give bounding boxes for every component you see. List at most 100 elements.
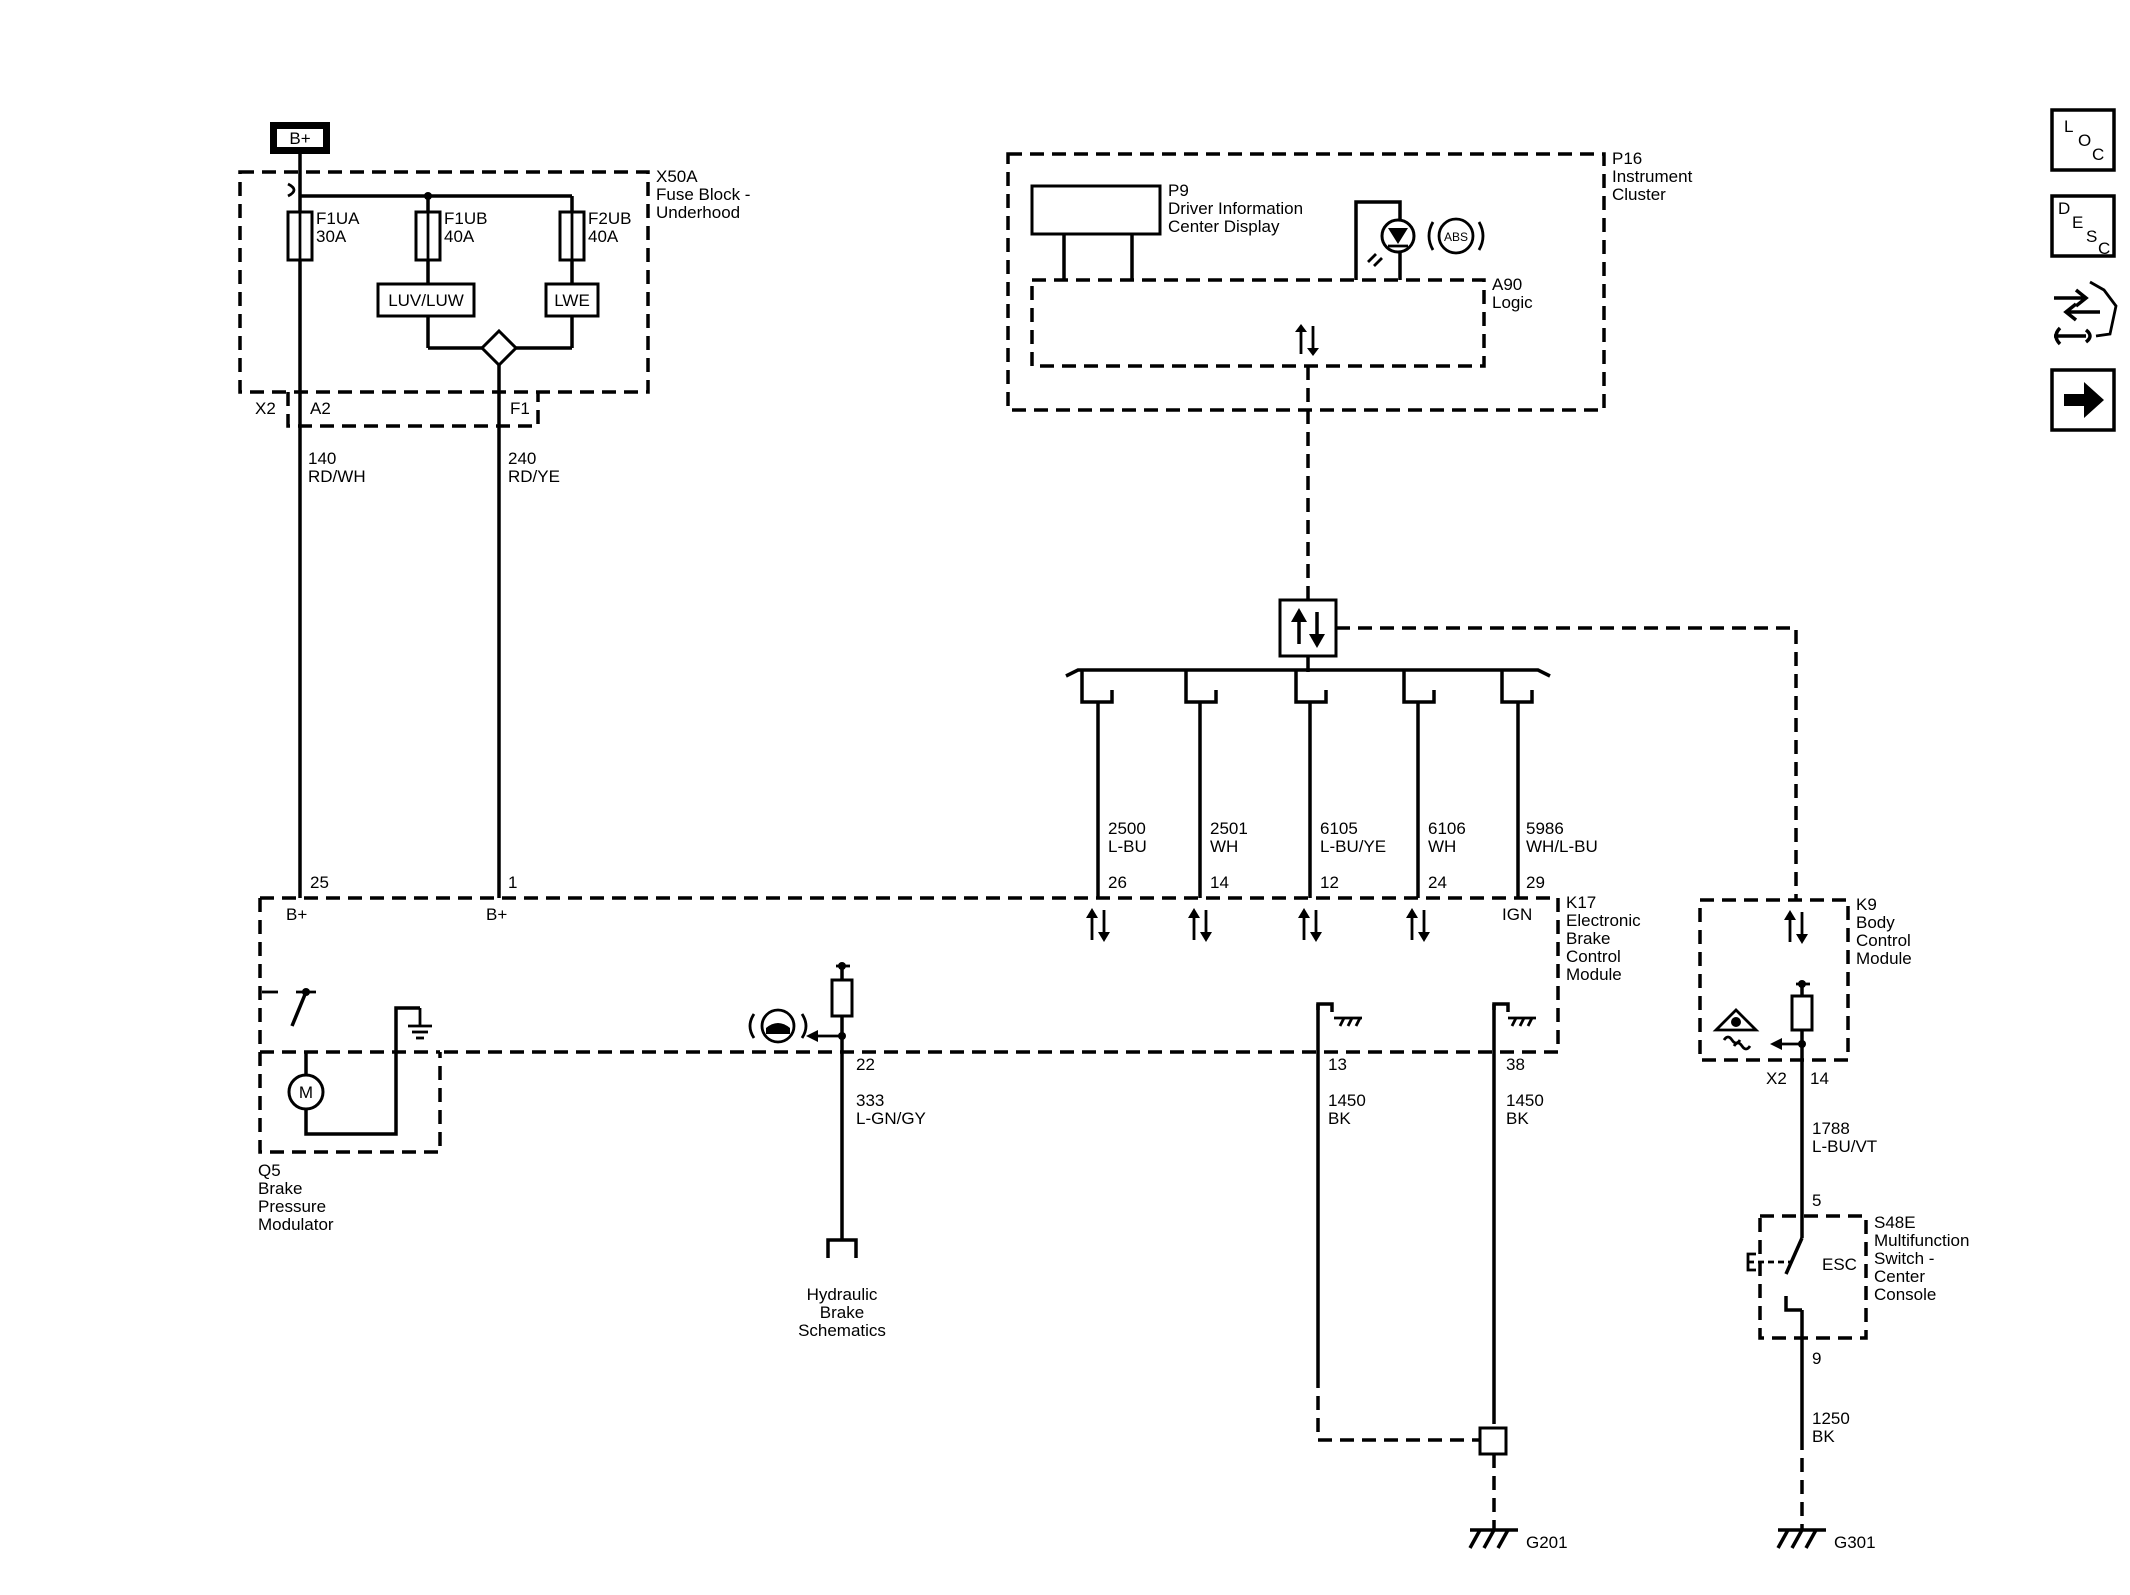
branch-6105 <box>1294 670 1328 898</box>
pin-label: 12 <box>1320 873 1339 892</box>
pin-label: 26 <box>1108 873 1127 892</box>
abs-label: ABS <box>1444 230 1468 244</box>
data-link-arrows-icon <box>1295 324 1319 356</box>
fusible-link-icon <box>287 182 296 198</box>
pin-label: 14 <box>1810 1069 1829 1088</box>
splice-pack-icon <box>1478 1426 1508 1456</box>
ground-g201-icon <box>1468 1528 1518 1549</box>
pin-label: A2 <box>310 399 331 418</box>
connector-label: X2 <box>255 399 276 418</box>
circuit-number: 5986 <box>1526 819 1564 838</box>
module-name: Electronic <box>1566 911 1641 930</box>
branch-5986 <box>1500 670 1534 898</box>
location-button[interactable]: L O C <box>2050 108 2116 172</box>
pin-label: 25 <box>310 873 329 892</box>
power-label: B+ <box>286 905 307 924</box>
connector-x2: X2 A2 F1 <box>255 392 540 428</box>
module-name: Control <box>1856 931 1911 950</box>
data-link-arrows-icon <box>1406 908 1430 942</box>
circuit-number: 6105 <box>1320 819 1358 838</box>
pin-label: 1 <box>508 873 517 892</box>
next-arrow-button[interactable] <box>2050 368 2116 432</box>
data-link-arrows-icon <box>1784 910 1808 944</box>
fuse-ref: F2UB <box>588 209 631 228</box>
battery-label: B+ <box>289 129 310 148</box>
relay-label: LUV/LUW <box>388 291 464 310</box>
loc-letter: O <box>2078 131 2091 150</box>
brake-pressure-modulator: Q5 Brake Pressure Modulator M <box>258 988 442 1234</box>
hydraulic-label: Schematics <box>798 1321 886 1340</box>
brake-fluid-warning-icon <box>748 1008 808 1044</box>
ground-path-13 <box>1316 1002 1362 1374</box>
fuse-block-name-2: Underhood <box>656 203 740 222</box>
esc-switch: 5 S48E Multifunction Switch - Center Con… <box>1746 1191 1969 1340</box>
circuit-number: 1250 <box>1812 1409 1850 1428</box>
traction-control-icon <box>1712 1008 1760 1051</box>
circuit-number: 1450 <box>1328 1091 1366 1110</box>
serial-data-to-bcm <box>1336 626 1798 900</box>
connector-label: X2 <box>1766 1069 1787 1088</box>
module-ref: P16 <box>1612 149 1642 168</box>
gateway-arrows-icon <box>1278 598 1338 658</box>
description-button[interactable]: D E S C <box>2050 194 2116 258</box>
module-name: Body <box>1856 913 1895 932</box>
pin-label: 14 <box>1210 873 1229 892</box>
display-name-2: Center Display <box>1168 217 1280 236</box>
ground-label: G301 <box>1834 1533 1876 1552</box>
circuit-number: 2501 <box>1210 819 1248 838</box>
splice-diamond-icon <box>479 328 519 368</box>
arrow-right-icon <box>2064 382 2104 418</box>
pin-label: 5 <box>1812 1191 1821 1210</box>
desc-letter: D <box>2058 199 2070 218</box>
pin-label: 13 <box>1328 1055 1347 1074</box>
brake-fluid-sensor <box>748 962 854 1240</box>
fuse-block-underhood: X50A Fuse Block - Underhood F1UA 30A F1U… <box>238 167 750 394</box>
circuit-color: L-BU/YE <box>1320 837 1386 856</box>
branch-2500 <box>1080 670 1114 898</box>
pin-label: 29 <box>1526 873 1545 892</box>
fuse-block-ref: X50A <box>656 167 698 186</box>
logic-ref: A90 <box>1492 275 1522 294</box>
display-name-1: Driver Information <box>1168 199 1303 218</box>
pin-label: 24 <box>1428 873 1447 892</box>
motor-label: M <box>299 1083 313 1102</box>
circuit-color: BK <box>1812 1427 1835 1446</box>
loc-letter: L <box>2064 117 2073 136</box>
fuse-block-name-1: Fuse Block - <box>656 185 750 204</box>
circuit-color: RD/YE <box>508 467 560 486</box>
circuit-color: WH <box>1210 837 1238 856</box>
module-name: Brake <box>258 1179 302 1198</box>
circuit-number: 140 <box>308 449 336 468</box>
ground-label: G201 <box>1526 1533 1568 1552</box>
module-name: Multifunction <box>1874 1231 1969 1250</box>
hydraulic-label: Brake <box>820 1303 864 1322</box>
data-link-arrows-icon <box>1086 908 1110 942</box>
branch-2501 <box>1184 670 1218 898</box>
pin-label: 38 <box>1506 1055 1525 1074</box>
circuit-color: L-BU <box>1108 837 1147 856</box>
fuse-ref: F1UB <box>444 209 487 228</box>
ground-icon <box>408 1008 432 1040</box>
module-name: Switch - <box>1874 1249 1934 1268</box>
instrument-cluster: P16 Instrument Cluster P9 Driver Informa… <box>1006 149 1693 412</box>
switch-icon <box>290 991 308 1027</box>
module-name: Pressure <box>258 1197 326 1216</box>
relay-box <box>376 282 476 318</box>
relay-label: LWE <box>554 291 590 310</box>
circuit-color: WH/L-BU <box>1526 837 1598 856</box>
circuit-number: 2500 <box>1108 819 1146 838</box>
circuit-number: 1788 <box>1812 1119 1850 1138</box>
pin-label: 9 <box>1812 1349 1821 1368</box>
connector-repair-icon[interactable] <box>2054 280 2118 346</box>
desc-letter: S <box>2086 227 2097 246</box>
fuse-amps: 30A <box>316 227 347 246</box>
hydraulic-label: Hydraulic <box>807 1285 878 1304</box>
ground-g301-icon <box>1776 1528 1826 1549</box>
circuit-color: L-GN/GY <box>856 1109 926 1128</box>
ign-label: IGN <box>1502 905 1532 924</box>
branch-6106 <box>1402 670 1436 898</box>
module-ref: K17 <box>1566 893 1596 912</box>
power-label: B+ <box>486 905 507 924</box>
display-box <box>1030 184 1162 236</box>
